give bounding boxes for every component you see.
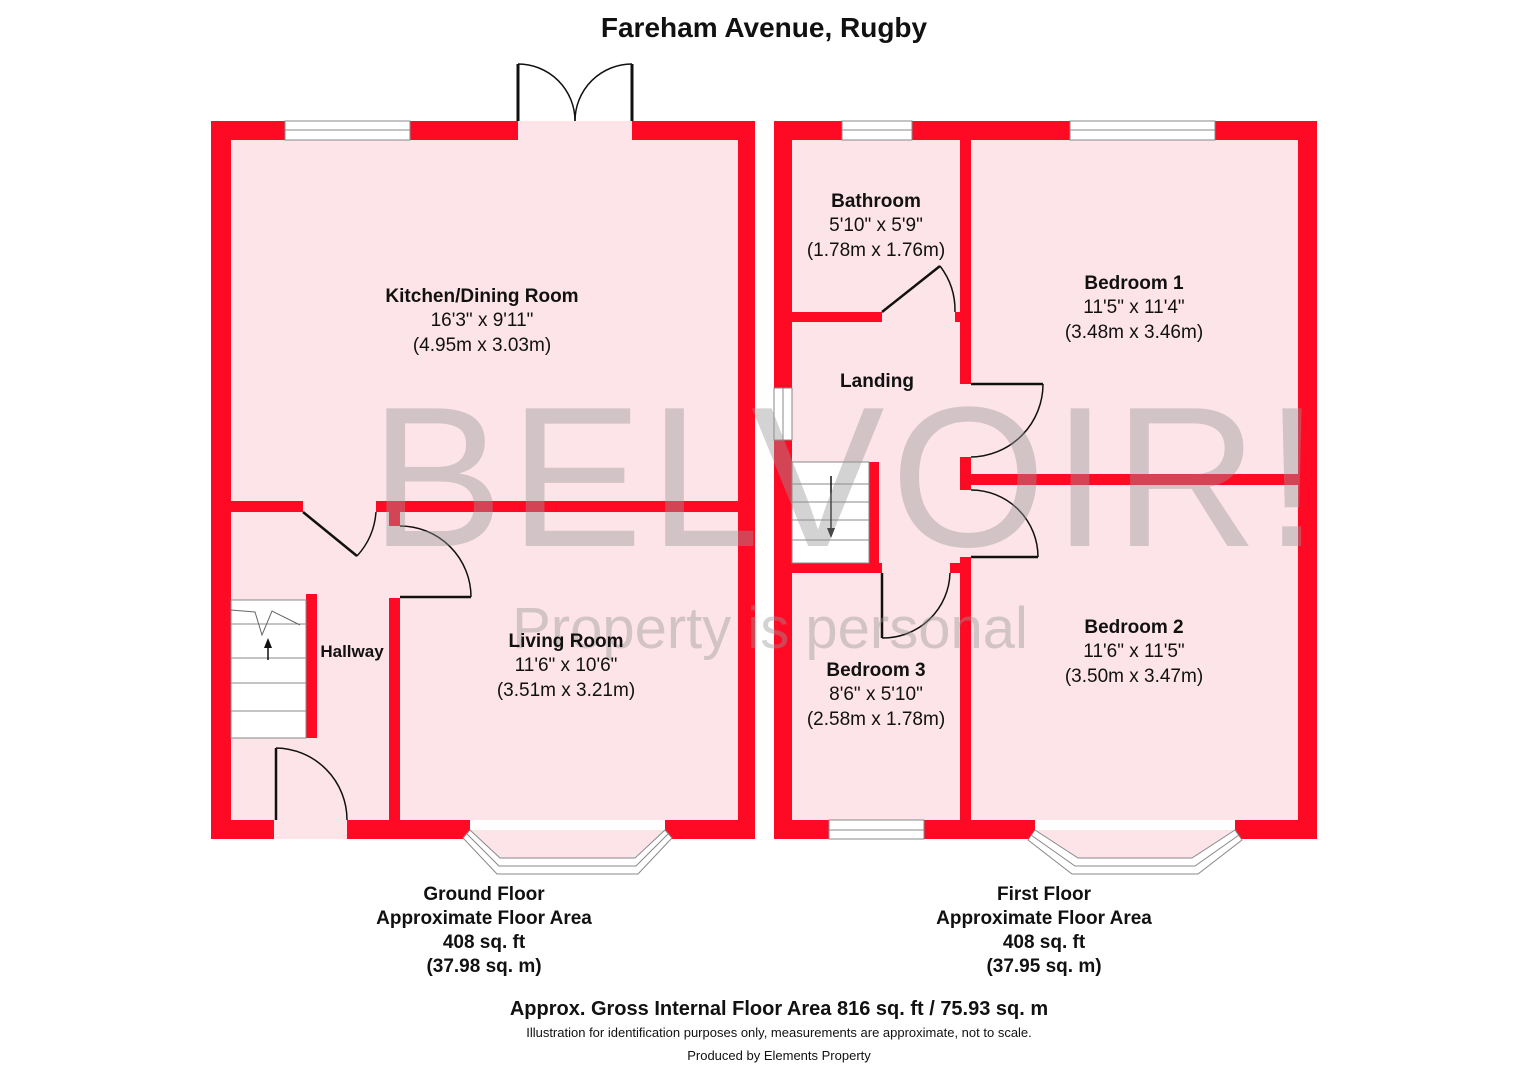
room-dim-imperial: 5'10" x 5'9": [829, 215, 923, 236]
kitchen-door-icon: [302, 511, 377, 557]
gross-floor-area: Approx. Gross Internal Floor Area 816 sq…: [509, 998, 1049, 1020]
bedroom2-bay-window: [1027, 829, 1243, 875]
room-label-kitchen: Kitchen/Dining Room 16'3" x 9'11" (4.95m…: [332, 286, 632, 358]
room-name: Bedroom 1: [1084, 273, 1184, 294]
landing-window: [773, 387, 793, 441]
kitchen-window: [284, 120, 411, 141]
room-dim-imperial: 11'6" x 11'5": [1083, 641, 1185, 662]
floor-name: Ground Floor: [423, 884, 545, 905]
room-label-bedroom1: Bedroom 1 11'5" x 11'4" (3.48m x 3.46m): [1034, 273, 1234, 345]
bathroom-window: [841, 120, 913, 141]
room-dim-metric: (1.78m x 1.76m): [806, 240, 946, 261]
bedroom1-door-icon: [970, 382, 1044, 458]
room-dim-imperial: 8'6" x 5'10": [829, 684, 923, 705]
produced-by: Produced by Elements Property: [687, 1048, 871, 1063]
ground-floor-plan: [211, 63, 755, 875]
room-dim-imperial: 16'3" x 9'11": [430, 310, 534, 331]
first-floor-plan: [773, 120, 1317, 875]
ground-stairs-icon: [230, 599, 307, 739]
room-dim-metric: (4.95m x 3.03m): [412, 335, 552, 356]
floor-name: First Floor: [997, 884, 1091, 905]
ground-internal-walls: [231, 501, 738, 820]
room-label-hallway: Hallway: [320, 642, 384, 661]
room-name: Kitchen/Dining Room: [385, 286, 579, 307]
bedroom3-door-icon: [880, 572, 951, 639]
bathroom-door-icon: [881, 265, 956, 313]
first-stairs-icon: [791, 461, 870, 564]
watermark-tagline: Property is personal: [512, 596, 1028, 661]
bedroom2-bay-floor: [1035, 830, 1235, 858]
room-label-living: Living Room 11'6" x 10'6" (3.51m x 3.21m…: [466, 631, 666, 703]
living-bay-window: [462, 829, 673, 875]
room-label-bedroom3: Bedroom 3 8'6" x 5'10" (2.58m x 1.78m): [796, 660, 956, 732]
ground-outer-walls: [211, 121, 755, 839]
ground-floor-summary: Ground Floor Approximate Floor Area 408 …: [334, 883, 634, 979]
french-doors-icon: [516, 63, 634, 140]
floor-area-sqft: 408 sq. ft: [1002, 932, 1086, 953]
room-label-bathroom: Bathroom 5'10" x 5'9" (1.78m x 1.76m): [796, 191, 956, 263]
room-name: Living Room: [508, 631, 624, 652]
front-door-icon: [274, 747, 348, 839]
floor-area-sqft: 408 sq. ft: [442, 932, 526, 953]
plan-title: Fareham Avenue, Rugby: [600, 12, 928, 43]
room-dim-imperial: 11'6" x 10'6": [514, 655, 618, 676]
floor-area-sqm: (37.98 sq. m): [426, 956, 542, 977]
room-label-landing: Landing: [840, 371, 914, 392]
bedroom1-window: [1069, 120, 1216, 141]
room-name: Bedroom 3: [826, 660, 926, 681]
room-dim-metric: (3.50m x 3.47m): [1064, 666, 1204, 687]
first-internal-walls: [792, 140, 1298, 820]
room-dim-metric: (3.51m x 3.21m): [496, 680, 636, 701]
room-label-bedroom2: Bedroom 2 11'6" x 11'5" (3.50m x 3.47m): [1034, 617, 1234, 689]
room-name: Bedroom 2: [1084, 617, 1184, 638]
room-dim-metric: (3.48m x 3.46m): [1064, 322, 1204, 343]
first-floor-summary: First Floor Approximate Floor Area 408 s…: [894, 883, 1194, 979]
watermark-brand: BELVOIR!: [370, 366, 1326, 589]
room-name: Bathroom: [831, 191, 921, 212]
bedroom3-window: [828, 819, 925, 840]
room-dim-metric: (2.58m x 1.78m): [806, 709, 946, 730]
floor-area-label: Approximate Floor Area: [936, 908, 1152, 929]
first-outer-walls: [774, 121, 1317, 839]
living-room-door-icon: [399, 525, 472, 599]
floor-area-sqm: (37.95 sq. m): [986, 956, 1102, 977]
floor-area-label: Approximate Floor Area: [376, 908, 592, 929]
room-dim-imperial: 11'5" x 11'4": [1083, 297, 1185, 318]
living-bay-floor: [470, 830, 665, 858]
disclaimer: Illustration for identification purposes…: [526, 1025, 1032, 1040]
bedroom2-door-icon: [970, 489, 1039, 559]
